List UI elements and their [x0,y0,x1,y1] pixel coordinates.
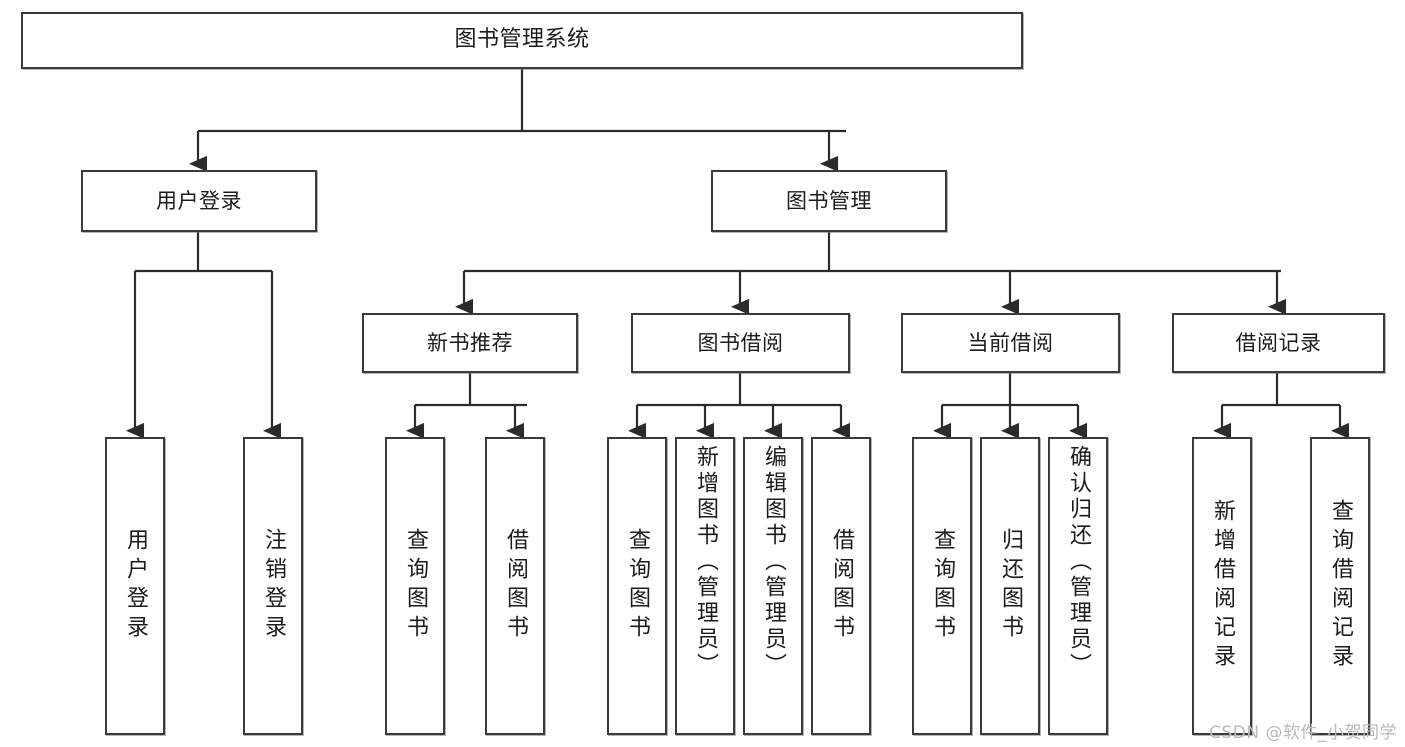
node-leaf-add-record-label: 新增借阅记录 [1210,499,1235,673]
node-leaf-user-login-label: 用户登录 [123,528,148,644]
csdn-watermark: CSDN @软件_小贺同学 [1209,723,1397,743]
node-leaf-user-login[interactable]: 用户登录 [105,437,165,735]
node-leaf-borrow-book-1[interactable]: 借阅图书 [485,437,545,735]
node-root-label: 图书管理系统 [454,27,590,53]
node-leaf-borrow-book-1-label: 借阅图书 [503,528,528,644]
node-leaf-logout-login[interactable]: 注销登录 [243,437,303,735]
node-book-borrow[interactable]: 图书借阅 [631,313,850,373]
node-leaf-logout-login-label: 注销登录 [261,528,286,644]
node-leaf-query-book-2-label: 查询图书 [625,528,650,644]
node-user-login[interactable]: 用户登录 [81,170,317,232]
node-root[interactable]: 图书管理系统 [21,12,1023,69]
node-current-borrow[interactable]: 当前借阅 [901,313,1120,373]
node-borrow-record-label: 借阅记录 [1235,330,1322,355]
node-leaf-return-book-label: 归还图书 [998,528,1023,644]
node-leaf-query-book-3[interactable]: 查询图书 [912,437,972,735]
node-user-login-label: 用户登录 [156,188,242,213]
node-leaf-query-record[interactable]: 查询借阅记录 [1310,437,1370,735]
node-leaf-return-book[interactable]: 归还图书 [980,437,1040,735]
node-leaf-add-book-label: 新增图书（管理员） [693,445,718,679]
node-leaf-add-book[interactable]: 新增图书（管理员） [675,437,735,735]
node-current-borrow-label: 当前借阅 [967,330,1054,355]
node-leaf-borrow-book-2[interactable]: 借阅图书 [811,437,871,735]
node-borrow-record[interactable]: 借阅记录 [1172,313,1385,373]
node-leaf-add-record[interactable]: 新增借阅记录 [1192,437,1252,735]
node-leaf-borrow-book-2-label: 借阅图书 [829,528,854,644]
node-leaf-confirm-return[interactable]: 确认归还（管理员） [1048,437,1108,735]
node-leaf-query-book-2[interactable]: 查询图书 [607,437,667,735]
node-leaf-confirm-return-label: 确认归还（管理员） [1066,445,1091,679]
node-book-management-label: 图书管理 [786,188,872,213]
node-leaf-edit-book-label: 编辑图书（管理员） [761,445,786,679]
node-new-book-recommend[interactable]: 新书推荐 [362,313,578,373]
node-leaf-query-book-1-label: 查询图书 [403,528,428,644]
node-book-borrow-label: 图书借阅 [697,330,784,355]
node-book-management[interactable]: 图书管理 [711,170,947,232]
node-new-book-recommend-label: 新书推荐 [427,330,513,355]
node-leaf-edit-book[interactable]: 编辑图书（管理员） [743,437,803,735]
node-leaf-query-book-1[interactable]: 查询图书 [385,437,445,735]
node-leaf-query-record-label: 查询借阅记录 [1328,499,1353,673]
node-leaf-query-book-3-label: 查询图书 [930,528,955,644]
